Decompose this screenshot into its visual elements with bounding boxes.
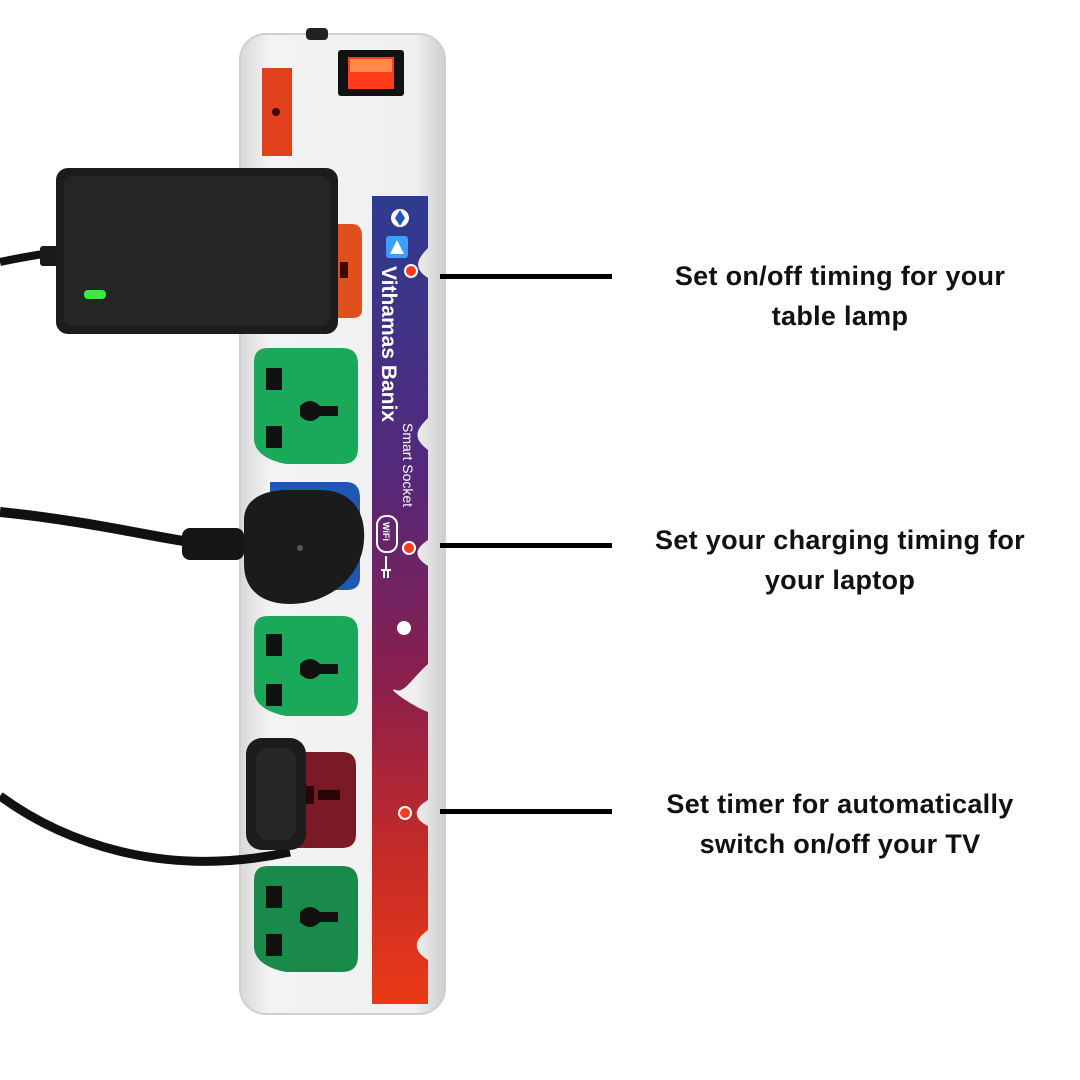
- callout-line: Set on/off timing for your: [674, 261, 1006, 291]
- brand-text: Vithamas Banix: [377, 266, 400, 422]
- power-adapter: [0, 168, 338, 334]
- socket-green[interactable]: [254, 348, 358, 464]
- socket-green[interactable]: [254, 616, 358, 716]
- subtitle-text: Smart Socket: [400, 423, 416, 507]
- callout-line: Set timer for automatically: [666, 789, 1014, 819]
- socket-green[interactable]: [254, 866, 358, 972]
- callout-connector-1: [440, 274, 612, 279]
- tv-plug: [0, 738, 306, 866]
- branding-panel: [372, 196, 428, 1004]
- callout-connector-2: [440, 543, 612, 548]
- callout-table-lamp: Set on/off timing for your table lamp: [640, 256, 1040, 336]
- plug-icon: [0, 490, 365, 604]
- indicator-led-icon: [397, 264, 418, 820]
- wifi-badge-text: WiFi: [381, 522, 391, 541]
- app-logo-icon: [386, 209, 409, 258]
- fuse-slot: [262, 68, 292, 156]
- power-switch-icon[interactable]: [338, 50, 404, 96]
- callout-line: table lamp: [771, 301, 909, 331]
- callout-tv: Set timer for automatically switch on/of…: [640, 784, 1040, 864]
- wifi-icon: WiFi: [376, 515, 398, 578]
- callout-line: Set your charging timing for: [655, 525, 1025, 555]
- callout-connector-3: [440, 809, 612, 814]
- callout-line: switch on/off your TV: [699, 829, 981, 859]
- callout-line: your laptop: [764, 565, 916, 595]
- callout-laptop: Set your charging timing for your laptop: [640, 520, 1040, 600]
